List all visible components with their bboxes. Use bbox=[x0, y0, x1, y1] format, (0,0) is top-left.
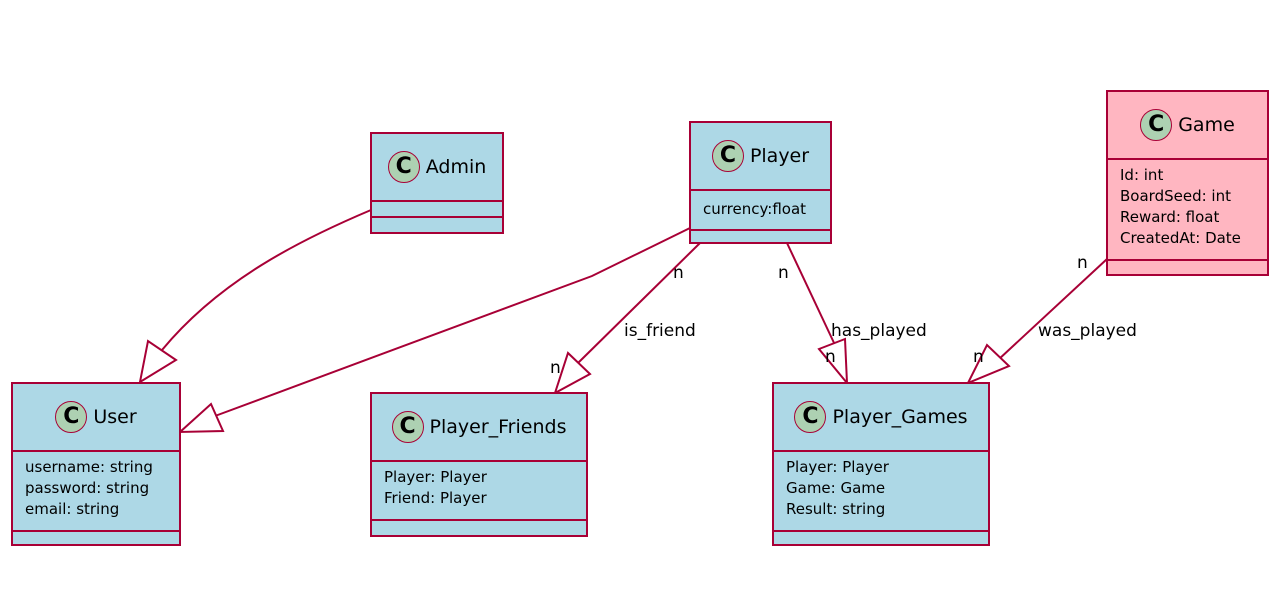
is-friend-line bbox=[577, 242, 701, 364]
has-played-label: has_played bbox=[831, 321, 927, 341]
class-player-header: C Player bbox=[691, 123, 830, 191]
was-played-arrowhead bbox=[965, 343, 1011, 385]
class-player[interactable]: C Player currency:float bbox=[689, 121, 832, 244]
was-played-label: was_played bbox=[1038, 321, 1137, 341]
has-played-line bbox=[786, 242, 836, 346]
class-admin-name: Admin bbox=[425, 156, 487, 178]
was-played-from-mult: n bbox=[1077, 253, 1088, 273]
class-badge-icon: C bbox=[387, 151, 420, 183]
class-player-attributes: currency:float bbox=[691, 191, 830, 231]
attribute: currency:float bbox=[703, 200, 807, 218]
class-game-attributes: Id: int BoardSeed: int Reward: float Cre… bbox=[1108, 160, 1267, 261]
player-to-user-arrowhead bbox=[177, 402, 225, 434]
player-to-user-line bbox=[214, 227, 691, 417]
class-game-name: Game bbox=[1178, 114, 1235, 136]
attribute: CreatedAt: Date bbox=[1120, 229, 1241, 247]
class-game[interactable]: C Game Id: int BoardSeed: int Reward: fl… bbox=[1106, 90, 1269, 276]
has-played-to-mult: n bbox=[825, 347, 836, 367]
admin-to-user-arrowhead bbox=[138, 339, 178, 385]
attribute: BoardSeed: int bbox=[1120, 187, 1231, 205]
admin-to-user-line bbox=[161, 209, 372, 351]
was-played-line bbox=[997, 258, 1108, 361]
class-badge-icon: C bbox=[1140, 109, 1173, 141]
has-played-from-mult: n bbox=[778, 263, 789, 283]
class-player-games-attributes: Player: Player Game: Game Result: string bbox=[774, 452, 988, 532]
class-user-attributes: username: string password: string email:… bbox=[13, 452, 179, 532]
is-friend-arrowhead bbox=[553, 351, 592, 396]
attribute: username: string bbox=[25, 458, 153, 476]
class-badge-icon: C bbox=[711, 140, 744, 172]
attribute: password: string bbox=[25, 479, 150, 497]
class-admin[interactable]: C Admin bbox=[370, 132, 504, 234]
class-badge-icon: C bbox=[794, 401, 827, 433]
attribute: Result: string bbox=[786, 500, 886, 518]
attribute: Game: Game bbox=[786, 479, 886, 497]
is-friend-from-mult: n bbox=[673, 263, 684, 283]
attribute: Id: int bbox=[1120, 166, 1164, 184]
class-player-games-name: Player_Games bbox=[832, 406, 968, 428]
class-player-friends-header: C Player_Friends bbox=[372, 394, 586, 462]
attribute: Player: Player bbox=[384, 468, 487, 486]
has-played-arrowhead bbox=[817, 337, 849, 386]
is-friend-label: is_friend bbox=[624, 321, 696, 341]
class-game-header: C Game bbox=[1108, 92, 1267, 160]
attribute: Friend: Player bbox=[384, 489, 487, 507]
was-played-to-mult: n bbox=[973, 347, 984, 367]
class-player-friends-attributes: Player: Player Friend: Player bbox=[372, 462, 586, 521]
class-player-games[interactable]: C Player_Games Player: Player Game: Game… bbox=[772, 382, 990, 546]
attribute: email: string bbox=[25, 500, 120, 518]
class-player-games-header: C Player_Games bbox=[774, 384, 988, 452]
class-player-friends[interactable]: C Player_Friends Player: Player Friend: … bbox=[370, 392, 588, 537]
class-user[interactable]: C User username: string password: string… bbox=[11, 382, 181, 546]
is-friend-to-mult: n bbox=[550, 358, 561, 378]
class-admin-fields bbox=[372, 202, 502, 218]
class-user-header: C User bbox=[13, 384, 179, 452]
class-admin-header: C Admin bbox=[372, 134, 502, 202]
attribute: Player: Player bbox=[786, 458, 889, 476]
class-user-name: User bbox=[93, 406, 137, 428]
class-player-name: Player bbox=[749, 145, 810, 167]
class-badge-icon: C bbox=[391, 411, 424, 443]
class-player-friends-name: Player_Friends bbox=[429, 416, 567, 438]
attribute: Reward: float bbox=[1120, 208, 1220, 226]
class-badge-icon: C bbox=[55, 401, 88, 433]
